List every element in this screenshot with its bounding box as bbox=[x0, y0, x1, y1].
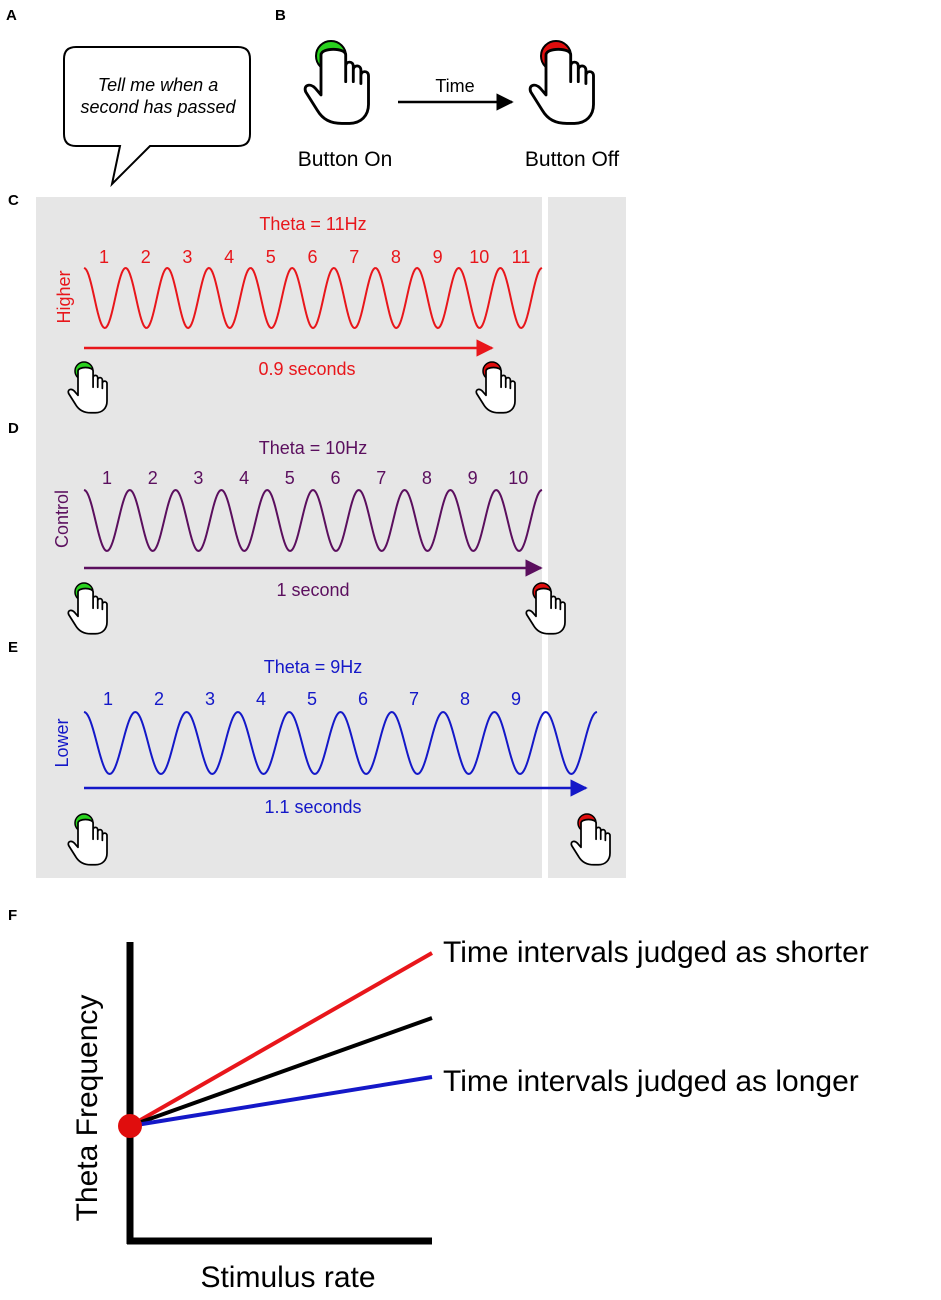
cycle-number: 9 bbox=[433, 247, 443, 267]
cycle-number: 1 bbox=[103, 689, 113, 709]
duration-label-higher: 0.9 seconds bbox=[258, 359, 355, 379]
condition-higher: Theta = 11Hz Higher 1 2 3 4 5 6 7 8 9 10 11 0.9 se… bbox=[54, 214, 543, 414]
duration-label-control: 1 second bbox=[276, 580, 349, 600]
speech-bubble: Tell me when a second has passed bbox=[63, 46, 251, 188]
cycle-number: 1 bbox=[102, 468, 112, 488]
panel-label-c: C bbox=[8, 192, 19, 209]
cycle-number: 8 bbox=[460, 689, 470, 709]
x-axis-label: Stimulus rate bbox=[200, 1261, 375, 1294]
panel-background-main bbox=[36, 197, 542, 878]
longer-label: Time intervals judged as longer bbox=[443, 1065, 859, 1098]
button-on-icon-control bbox=[67, 582, 108, 635]
speech-line-1: Tell me when a bbox=[98, 75, 218, 95]
cycle-number: 4 bbox=[239, 468, 249, 488]
cycle-number: 3 bbox=[182, 247, 192, 267]
panel-label-f: F bbox=[8, 907, 17, 924]
cycle-number: 4 bbox=[256, 689, 266, 709]
button-on-icon bbox=[303, 40, 370, 125]
cycle-number: 6 bbox=[330, 468, 340, 488]
speech-line-2: second has passed bbox=[80, 97, 236, 117]
cycle-number: 2 bbox=[154, 689, 164, 709]
cycle-numbers-control: 1 2 3 4 5 6 7 8 9 10 bbox=[102, 468, 528, 488]
cycle-number: 10 bbox=[508, 468, 528, 488]
panel-label-b: B bbox=[275, 7, 286, 24]
cycle-number: 7 bbox=[409, 689, 419, 709]
side-label-lower: Lower bbox=[52, 718, 72, 767]
button-on-label: Button On bbox=[298, 148, 393, 171]
cycle-numbers-lower: 1 2 3 4 5 6 7 8 9 bbox=[103, 689, 521, 709]
y-axis-label: Theta Frequency bbox=[71, 995, 104, 1222]
cycle-number: 5 bbox=[266, 247, 276, 267]
longer-line bbox=[129, 1075, 433, 1128]
cycle-number: 3 bbox=[205, 689, 215, 709]
theta-title-higher: Theta = 11Hz bbox=[259, 214, 366, 234]
cycle-number: 1 bbox=[99, 247, 109, 267]
cycle-number: 6 bbox=[307, 247, 317, 267]
panel-label-a: A bbox=[6, 7, 17, 24]
cycle-numbers-higher: 1 2 3 4 5 6 7 8 9 10 11 bbox=[99, 247, 530, 267]
panel-label-e: E bbox=[8, 639, 18, 656]
button-off-icon-higher bbox=[475, 361, 516, 414]
origin-dot bbox=[118, 1114, 142, 1138]
condition-control: Theta = 10Hz Control 1 2 3 4 5 6 7 8 9 10 1 secon… bbox=[52, 438, 566, 635]
button-off-icon-lower bbox=[570, 813, 611, 866]
panel-label-d: D bbox=[8, 420, 19, 437]
cycle-number: 10 bbox=[469, 247, 489, 267]
panel-background-extension bbox=[548, 197, 626, 878]
button-on-icon-higher bbox=[67, 361, 108, 414]
cycle-number: 2 bbox=[148, 468, 158, 488]
cycle-number: 8 bbox=[422, 468, 432, 488]
button-on-icon-lower bbox=[67, 813, 108, 866]
theta-title-lower: Theta = 9Hz bbox=[264, 657, 363, 677]
cycle-number: 9 bbox=[511, 689, 521, 709]
button-off-icon-control bbox=[525, 582, 566, 635]
condition-lower: Theta = 9Hz Lower 1 2 3 4 5 6 7 8 9 1.1 seconds bbox=[52, 657, 611, 866]
button-off-icon bbox=[528, 40, 595, 125]
shorter-line bbox=[129, 951, 433, 1128]
duration-label-lower: 1.1 seconds bbox=[264, 797, 361, 817]
control-line bbox=[129, 1016, 433, 1128]
side-label-control: Control bbox=[52, 490, 72, 548]
shorter-label: Time intervals judged as shorter bbox=[443, 936, 869, 969]
cycle-number: 7 bbox=[349, 247, 359, 267]
cycle-number: 5 bbox=[285, 468, 295, 488]
cycle-number: 8 bbox=[391, 247, 401, 267]
theta-wave-control bbox=[83, 488, 543, 553]
cycle-number: 3 bbox=[193, 468, 203, 488]
side-label-higher: Higher bbox=[54, 270, 74, 323]
cycle-number: 11 bbox=[512, 247, 531, 267]
theta-title-control: Theta = 10Hz bbox=[259, 438, 368, 458]
cycle-number: 7 bbox=[376, 468, 386, 488]
time-label: Time bbox=[435, 76, 474, 96]
button-off-label: Button Off bbox=[525, 148, 619, 171]
theta-wave-higher bbox=[83, 266, 543, 330]
cycle-number: 6 bbox=[358, 689, 368, 709]
cycle-number: 5 bbox=[307, 689, 317, 709]
cycle-number: 9 bbox=[468, 468, 478, 488]
cycle-number: 2 bbox=[141, 247, 151, 267]
theta-wave-lower bbox=[83, 710, 598, 776]
cycle-number: 4 bbox=[224, 247, 234, 267]
